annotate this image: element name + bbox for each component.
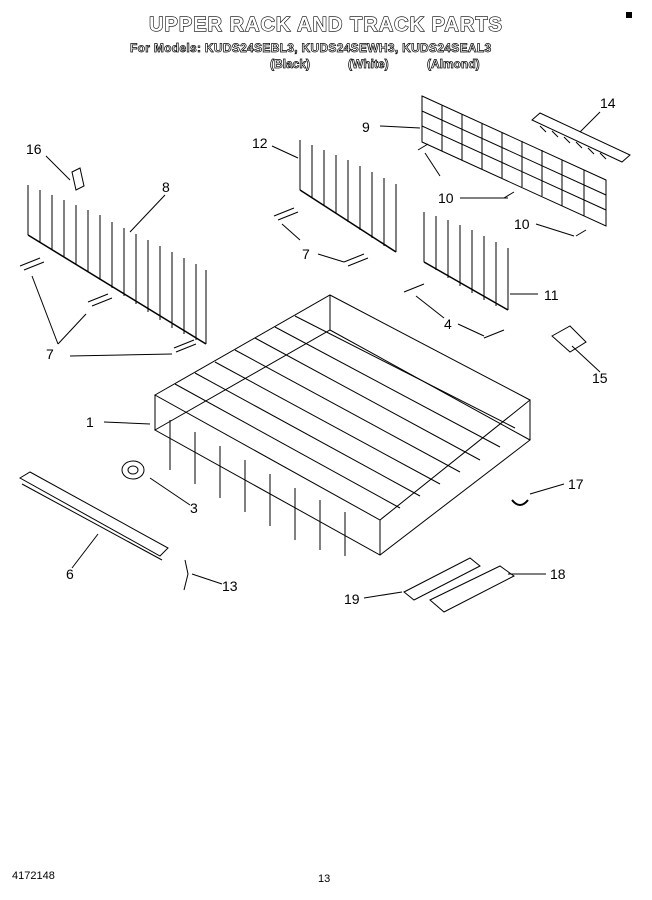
clip-7-c [173, 339, 197, 353]
callout-7a: 7 [302, 246, 310, 262]
document-number: 4172148 [12, 870, 55, 882]
clip-7-e [343, 253, 369, 267]
color-white: (White) [348, 57, 389, 72]
rail-14 [531, 112, 631, 163]
callout-3: 3 [190, 500, 198, 516]
callout-7b: 7 [46, 346, 54, 362]
clip-7-d [273, 207, 299, 221]
callout-4: 4 [444, 316, 452, 332]
callout-11: 11 [544, 287, 559, 303]
color-almond: (Almond) [427, 57, 480, 72]
callout-17: 17 [568, 476, 584, 492]
corner-mark [626, 12, 632, 18]
leader-lines [31, 111, 601, 599]
callout-16: 16 [26, 141, 42, 157]
track-6 [19, 471, 169, 561]
callout-10b: 10 [514, 216, 530, 232]
clip-10-a [417, 143, 429, 151]
part-16 [71, 167, 85, 191]
clip-7-a [19, 257, 45, 271]
tine-row-11 [423, 212, 509, 311]
clip-4-b [483, 329, 505, 339]
tine-row-12 [299, 140, 397, 253]
callout-10a: 10 [438, 190, 454, 206]
wheel-3 [121, 460, 145, 480]
callout-14: 14 [600, 95, 616, 111]
callout-1: 1 [86, 414, 94, 430]
callout-8: 8 [162, 179, 170, 195]
panel-18 [429, 565, 515, 613]
clip-10-b [503, 191, 515, 199]
cup-shelf-9 [421, 95, 607, 227]
bracket-15 [551, 325, 587, 353]
callout-12: 12 [252, 135, 268, 151]
callout-13: 13 [222, 578, 238, 594]
page-title: UPPER RACK AND TRACK PARTS [148, 13, 503, 36]
callout-19: 19 [344, 591, 360, 607]
clip-4-a [403, 283, 425, 293]
color-black: (Black) [270, 57, 311, 72]
callout-18: 18 [550, 566, 566, 582]
callout-15: 15 [592, 370, 608, 386]
page-number: 13 [318, 873, 331, 885]
clip-13 [183, 559, 189, 591]
callout-6: 6 [66, 566, 74, 582]
models-line: For Models: KUDS24SEBL3, KUDS24SEWH3, KU… [130, 41, 492, 56]
clip-10-c [575, 229, 587, 237]
callout-9: 9 [362, 119, 370, 135]
tine-row-8 [27, 185, 207, 345]
clip-7-b [87, 293, 113, 307]
stop-17 [511, 499, 529, 506]
upper-rack-1 [153, 294, 531, 556]
handle-19 [403, 557, 481, 601]
